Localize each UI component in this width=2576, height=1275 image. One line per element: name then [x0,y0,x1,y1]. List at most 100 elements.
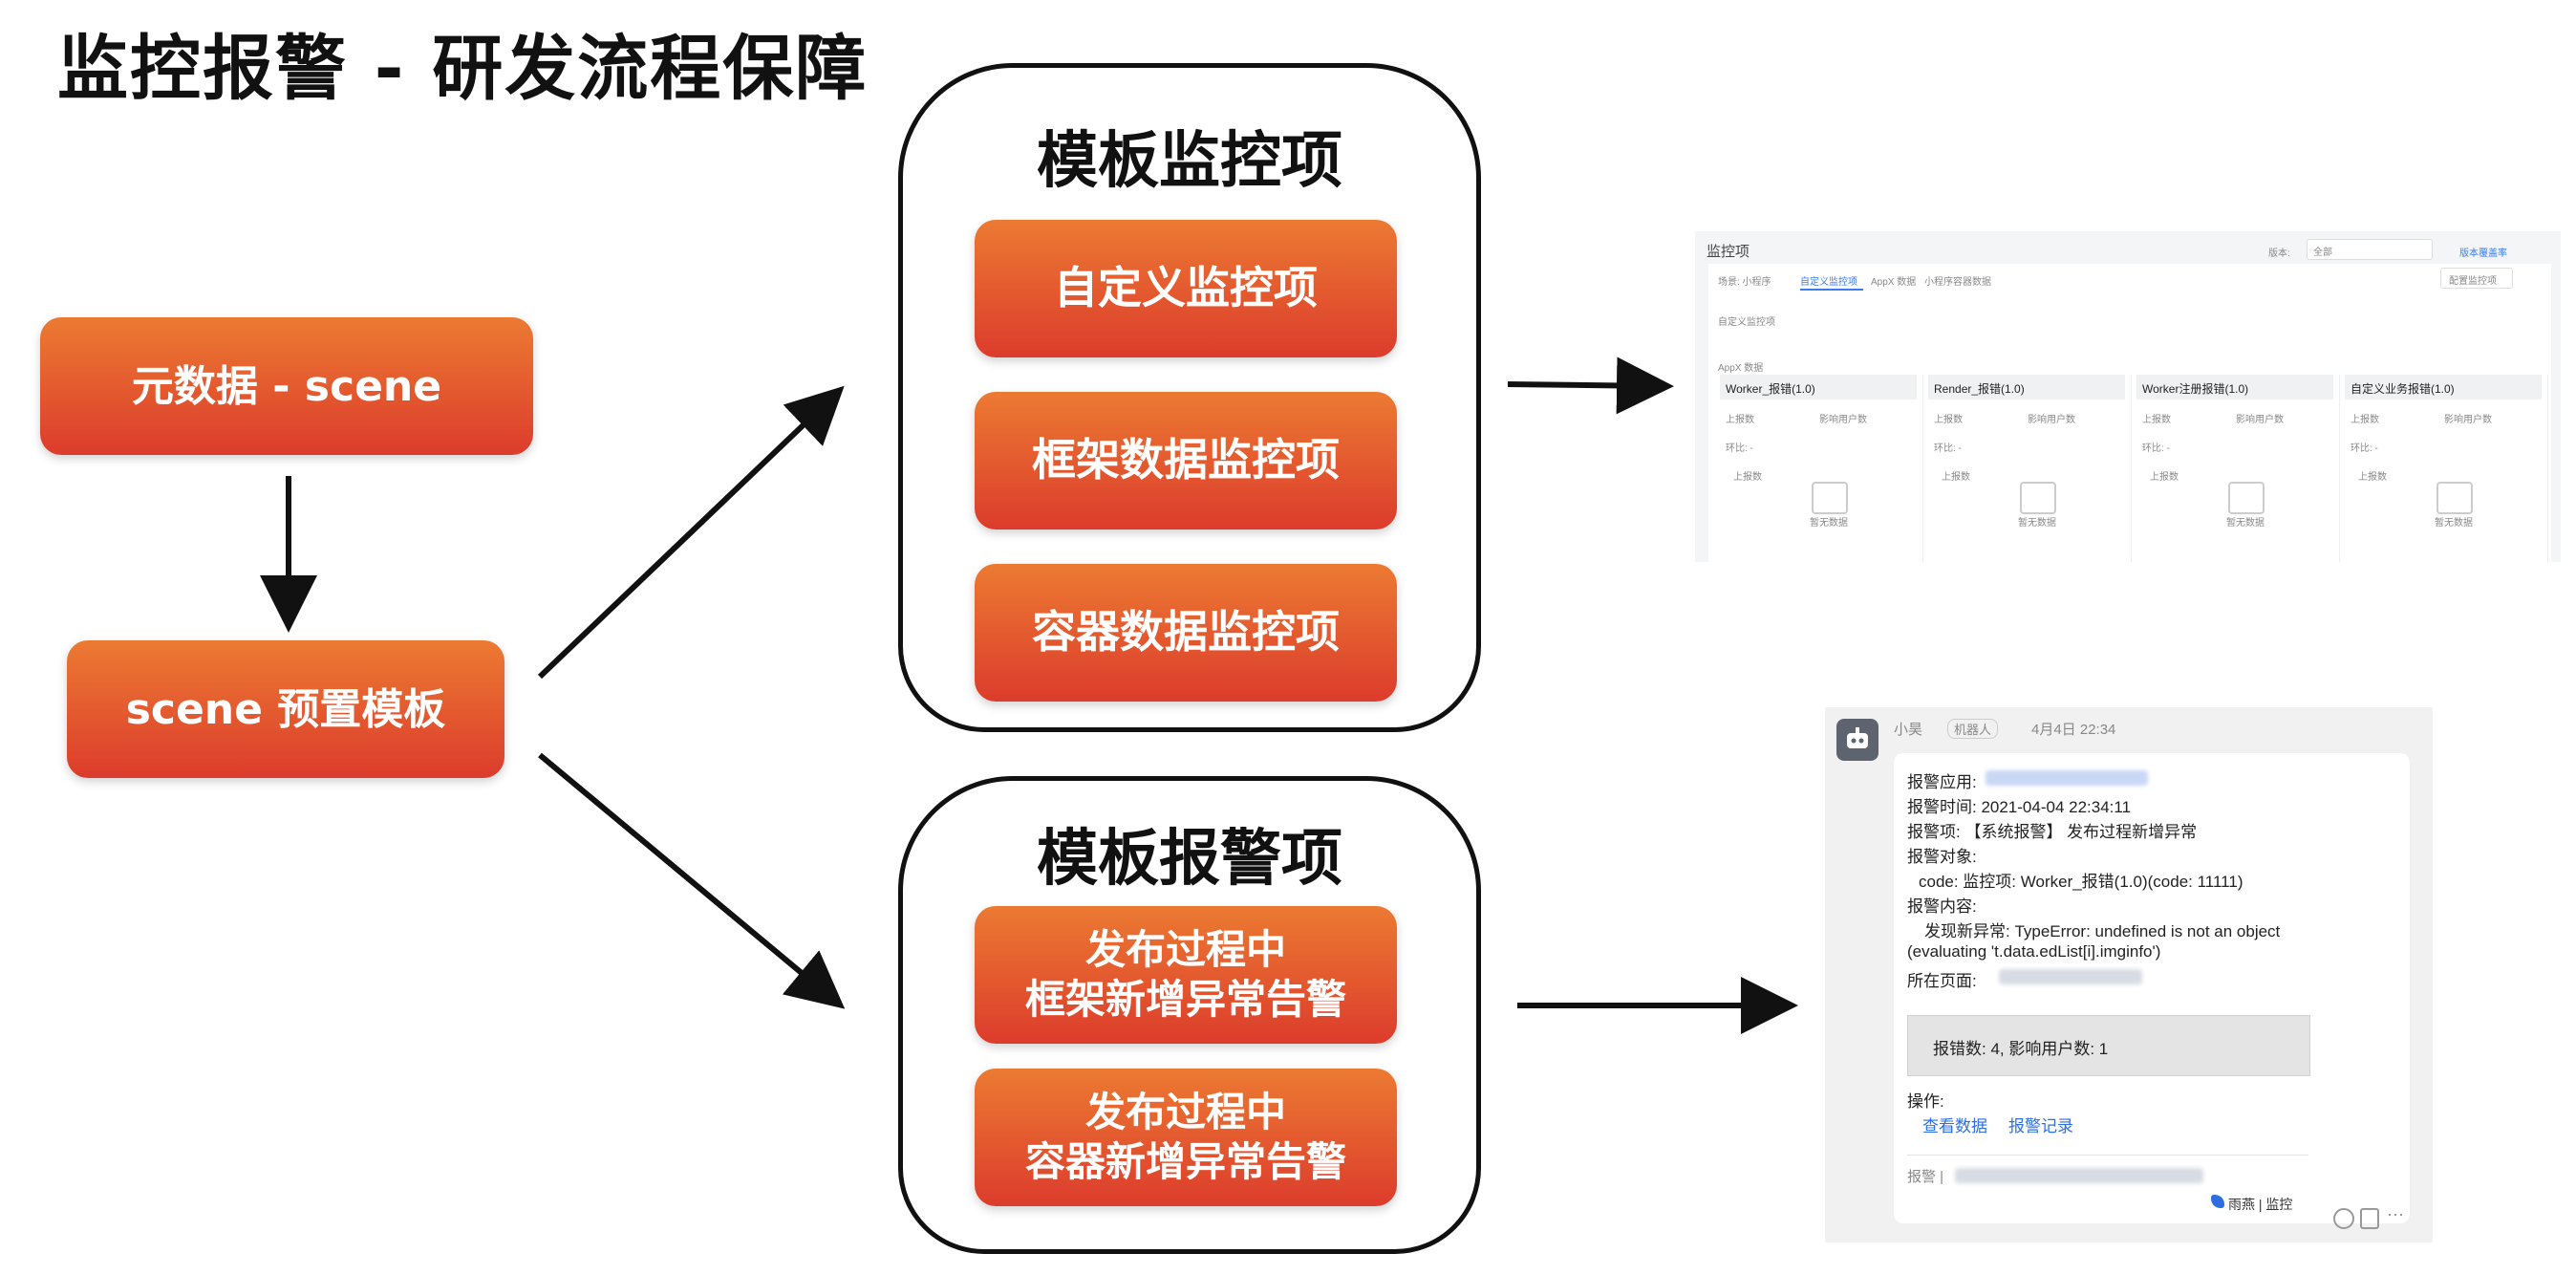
tab-custom[interactable]: 自定义监控项 [1800,277,1857,288]
alert-app-line: 报警应用: [1907,773,1977,791]
card-col1: 上报数 [1726,415,1754,425]
monitor-card[interactable]: 自定义业务报错(1.0) 上报数 影响用户数 环比: - 上报数 暂无数据 [2345,375,2548,562]
card-col2: 影响用户数 [1819,415,1867,425]
card-name: Render_报错(1.0) [1934,382,2025,396]
robot-avatar-icon [1836,719,1878,761]
alert-code-line: code: 监控项: Worker_报错(1.0)(code: 11111) [1919,873,2243,891]
container-alert-line2: 容器新增异常告警 [1024,1138,1346,1185]
empty-chart-icon [1812,482,1848,514]
template-monitor-title: 模板监控项 [1037,126,1342,197]
card-ring: 环比: - [2142,443,2170,454]
alert-item-line: 报警项: 【系统报警】 发布过程新增异常 [1907,823,2198,841]
monitor-panel: 场景: 小程序 自定义监控项 AppX 数据 小程序容器数据 配置监控项 自定义… [1708,264,2551,562]
tab-active-indicator [1800,289,1863,291]
card-report: 上报数 [2358,472,2387,483]
alert-message-screenshot: 小昊 机器人 4月4日 22:34 报警应用: 报警时间: 2021-04-04… [1825,707,2433,1243]
container-alert-box: 发布过程中 容器新增异常告警 [975,1069,1397,1206]
card-empty: 暂无数据 [1810,518,1848,529]
card-report: 上报数 [2150,472,2179,483]
stats-text: 报错数: 4, 影响用户数: 1 [1933,1040,2109,1058]
card-col2: 影响用户数 [2028,415,2075,425]
container-monitor-label: 容器数据监控项 [1032,606,1340,659]
card-col2: 影响用户数 [2444,415,2492,425]
brand-label: 雨燕 | 监控 [2228,1197,2293,1212]
section-custom: 自定义监控项 [1718,317,1775,328]
alert-records-link[interactable]: 报警记录 [2008,1117,2073,1135]
framework-monitor-label: 框架数据监控项 [1032,434,1340,486]
card-empty: 暂无数据 [2226,518,2265,529]
monitor-card[interactable]: Render_报错(1.0) 上报数 影响用户数 环比: - 上报数 暂无数据 [1928,375,2132,562]
alert-error-line: 发现新异常: TypeError: undefined is not an ob… [1924,922,2281,940]
alert-page-line: 所在页面: [1907,972,1977,990]
config-button-label: 配置监控项 [2449,276,2497,287]
card-ring: 环比: - [1934,443,1962,454]
arrow-preset-to-monitor [537,385,845,680]
custom-monitor-box: 自定义监控项 [975,220,1397,357]
bot-tag: 机器人 [1947,719,1999,739]
alert-target-line: 报警对象: [1907,848,1977,866]
card-col1: 上报数 [2351,415,2379,425]
metadata-scene-box: 元数据 - scene [40,317,533,455]
card-ring: 环比: - [1726,443,1753,454]
footer-prefix: 报警 | [1907,1169,1944,1185]
card-name: Worker注册报错(1.0) [2142,382,2249,396]
brand-logo-icon [2211,1195,2224,1208]
framework-monitor-box: 框架数据监控项 [975,392,1397,529]
card-report: 上报数 [1942,472,1970,483]
container-alert-line1: 发布过程中 [1084,1088,1286,1135]
monitor-card[interactable]: Worker注册报错(1.0) 上报数 影响用户数 环比: - 上报数 暂无数据 [2136,375,2340,562]
message-bubble: 报警应用: 报警时间: 2021-04-04 22:34:11 报警项: 【系统… [1894,753,2410,1223]
scene-label: 场景: 小程序 [1718,277,1771,288]
version-label: 版本: [2268,249,2290,259]
sender-name: 小昊 [1894,722,1923,738]
page-title: 监控报警 - 研发流程保障 [57,28,869,110]
empty-chart-icon [2436,482,2473,514]
message-time: 4月4日 22:34 [2031,722,2116,738]
more-icon[interactable]: ··· [2387,1204,2404,1223]
section-appx: AppX 数据 [1718,363,1764,374]
divider [1907,1155,2308,1156]
stats-box: 报错数: 4, 影响用户数: 1 [1907,1015,2310,1076]
empty-chart-icon [2020,482,2056,514]
card-empty: 暂无数据 [2018,518,2056,529]
redacted-app [1986,770,2148,786]
framework-alert-box: 发布过程中 框架新增异常告警 [975,906,1397,1044]
monitor-heading: 监控项 [1707,244,1750,260]
arrow-preset-to-alert [538,752,846,1009]
emoji-icon[interactable] [2333,1208,2354,1229]
card-empty: 暂无数据 [2435,518,2473,529]
custom-monitor-label: 自定义监控项 [1054,262,1318,314]
card-name: Worker_报错(1.0) [1726,382,1815,396]
card-col2: 影响用户数 [2236,415,2284,425]
tab-appx[interactable]: AppX 数据 [1871,277,1917,288]
empty-chart-icon [2228,482,2265,514]
alert-time-line: 报警时间: 2021-04-04 22:34:11 [1907,798,2132,816]
card-col1: 上报数 [2142,415,2171,425]
card-report: 上报数 [1733,472,1762,483]
scene-preset-box: scene 预置模板 [67,640,504,778]
redacted-footer [1955,1168,2203,1183]
template-alert-title: 模板报警项 [1037,824,1342,895]
card-ring: 环比: - [2351,443,2378,454]
alert-content-line: 报警内容: [1907,897,1977,916]
card-name: 自定义业务报错(1.0) [2351,382,2455,396]
monitor-card[interactable]: Worker_报错(1.0) 上报数 影响用户数 环比: - 上报数 暂无数据 [1720,375,1923,562]
arrow-monitor-to-shot [1507,357,1674,415]
tab-container[interactable]: 小程序容器数据 [1924,277,1991,288]
card-col1: 上报数 [1934,415,1963,425]
config-button[interactable]: 配置监控项 [2440,268,2513,289]
view-data-link[interactable]: 查看数据 [1922,1117,1987,1135]
container-monitor-box: 容器数据监控项 [975,564,1397,702]
version-select[interactable]: 全部 [2307,239,2433,260]
metadata-scene-label: 元数据 - scene [131,361,442,411]
version-select-value: 全部 [2313,248,2332,258]
coverage-link[interactable]: 版本覆盖率 [2459,249,2507,259]
framework-alert-line2: 框架新增异常告警 [1024,976,1346,1023]
redacted-page [1999,969,2142,984]
alert-eval-line: (evaluating 't.data.edList[i].imginfo') [1907,942,2161,961]
save-icon[interactable] [2360,1208,2379,1229]
monitor-page-screenshot: 监控项 版本: 全部 版本覆盖率 场景: 小程序 自定义监控项 AppX 数据 … [1695,231,2561,562]
ops-label: 操作: [1907,1092,1944,1111]
framework-alert-line1: 发布过程中 [1084,925,1286,973]
